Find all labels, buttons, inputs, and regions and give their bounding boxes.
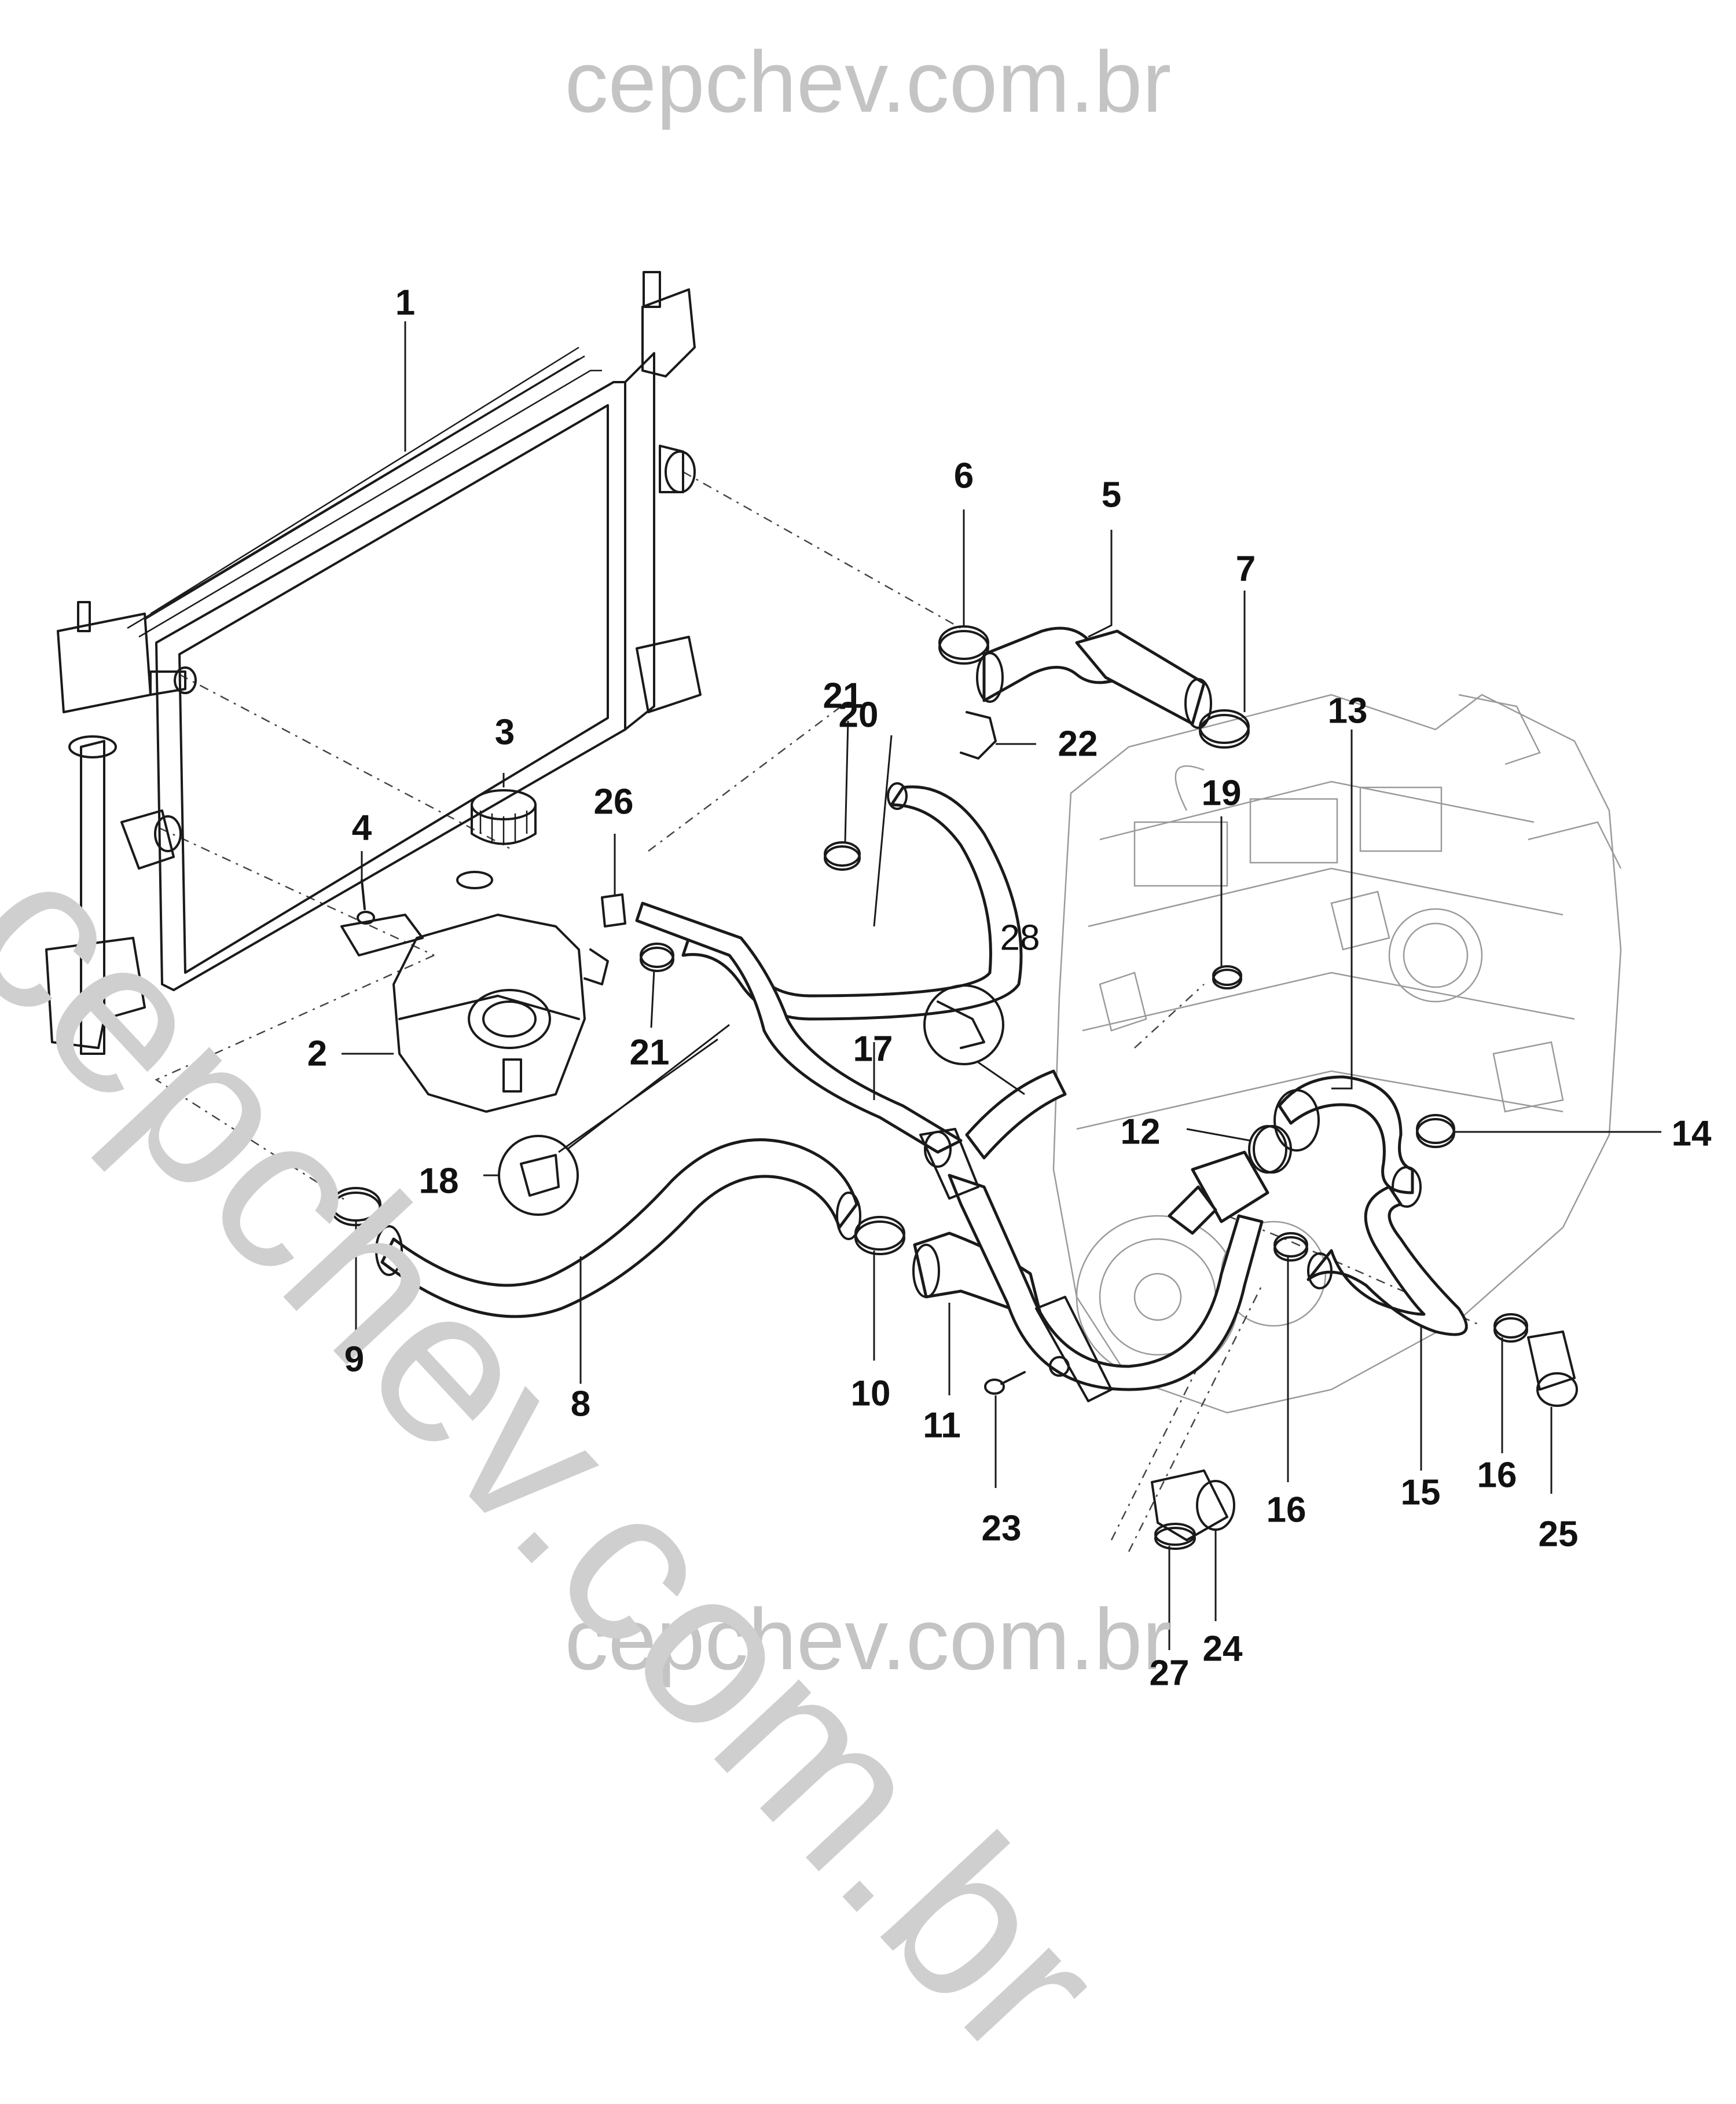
expansion-tank <box>340 871 609 1113</box>
callout-19: 19 <box>1201 773 1242 813</box>
callout-15: 15 <box>1400 1472 1441 1513</box>
hose-15 <box>1306 1185 1468 1336</box>
clamp-19 <box>1212 965 1242 989</box>
leader-lines <box>342 321 1661 1650</box>
callout-20: 20 <box>838 695 879 735</box>
callout-26: 26 <box>593 782 634 822</box>
clamp-16-left <box>1273 1232 1308 1262</box>
callout-6: 6 <box>953 456 974 496</box>
callout-13: 13 <box>1327 691 1368 731</box>
upper-radiator-hose <box>976 626 1212 729</box>
clamp-10 <box>854 1216 905 1255</box>
callout-8: 8 <box>570 1384 591 1424</box>
callout-1: 1 <box>395 283 416 323</box>
bolt-23 <box>984 1371 1026 1395</box>
radiator <box>45 271 702 1055</box>
hose-28-segment <box>965 1069 1067 1160</box>
callout-25: 25 <box>1538 1514 1579 1555</box>
clamp-21-lower <box>640 943 674 972</box>
callout-12: 12 <box>1120 1112 1161 1152</box>
tank-cap <box>471 789 537 845</box>
diagram-stage: .ln { stroke:#1a1a1a; stroke-width:4; fi… <box>0 33 1712 2102</box>
bracket <box>1035 1296 1113 1402</box>
callout-3: 3 <box>494 712 515 753</box>
detail-circle-28 <box>923 984 1025 1095</box>
callout-21-upper: 21 <box>823 676 863 716</box>
callout-27: 27 <box>1149 1653 1190 1694</box>
callout-21-lower: 21 <box>629 1032 670 1073</box>
hose-17 <box>635 901 963 1154</box>
watermark-bottom: cepchev.com.br <box>564 1590 1172 1688</box>
callout-14: 14 <box>1671 1113 1712 1154</box>
callout-16-right: 16 <box>1477 1455 1517 1495</box>
hose-13 <box>1273 1075 1422 1208</box>
callout-2: 2 <box>307 1033 328 1074</box>
clamp-16-right <box>1493 1313 1528 1343</box>
clip-26 <box>601 893 626 928</box>
tee-fitting <box>919 1128 979 1200</box>
clip-22 <box>960 711 997 760</box>
callout-7: 7 <box>1235 549 1256 589</box>
callout-16-left: 16 <box>1266 1490 1306 1530</box>
detail-circle-18 <box>483 1024 730 1216</box>
callout-22: 22 <box>1058 724 1098 764</box>
hose-20 <box>681 782 1023 1021</box>
cooling-system-drawing: .ln { stroke:#1a1a1a; stroke-width:4; fi… <box>45 271 1661 1650</box>
callout-11: 11 <box>923 1405 961 1446</box>
callout-9: 9 <box>344 1339 365 1380</box>
callout-10: 10 <box>850 1373 891 1414</box>
callout-17: 17 <box>853 1029 893 1069</box>
watermark-top: cepchev.com.br <box>564 33 1172 130</box>
callout-4: 4 <box>351 808 372 848</box>
callout-24: 24 <box>1202 1629 1243 1669</box>
engine-block <box>1052 694 1622 1414</box>
clamp-21-upper <box>824 841 861 871</box>
connector-25 <box>1527 1330 1578 1407</box>
clamp-7 <box>1199 709 1250 749</box>
callout-28: 28 <box>1000 918 1040 958</box>
elbow-hose <box>1168 1150 1269 1235</box>
callout-5: 5 <box>1101 475 1122 515</box>
clamp-12 <box>1248 1125 1292 1174</box>
callout-18: 18 <box>419 1161 459 1201</box>
callout-23: 23 <box>981 1508 1022 1549</box>
clamp-14 <box>1416 1114 1455 1148</box>
clamp-27 <box>1154 1523 1196 1550</box>
hose-8 <box>375 1138 861 1318</box>
bolt-4 <box>357 879 375 925</box>
clamp-6 <box>938 625 989 665</box>
